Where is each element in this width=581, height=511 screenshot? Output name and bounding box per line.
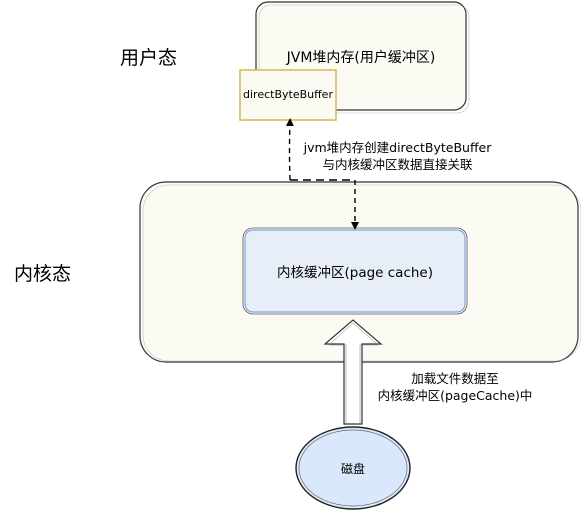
link-annotation-line2: 与内核缓冲区数据直接关联 <box>322 157 473 172</box>
link-annotation: jvm堆内存创建directByteBuffer 与内核缓冲区数据直接关联 <box>285 139 510 173</box>
user-mode-label: 用户态 <box>120 47 178 69</box>
load-annotation: 加载文件数据至 内核缓冲区(pageCache)中 <box>360 370 550 404</box>
link-arrow-up <box>285 118 294 181</box>
link-annotation-line1: jvm堆内存创建directByteBuffer <box>303 140 492 155</box>
direct-byte-buffer-box <box>239 69 337 121</box>
page-cache-box <box>244 229 466 313</box>
kernel-mode-label: 内核态 <box>14 263 72 285</box>
direct-byte-buffer-label: directByteBuffer <box>243 88 333 101</box>
load-block-arrow <box>323 319 383 425</box>
load-annotation-line2: 内核缓冲区(pageCache)中 <box>377 388 533 403</box>
load-annotation-line1: 加载文件数据至 <box>411 371 499 386</box>
disk-ellipse <box>295 426 411 510</box>
page-cache-label: 内核缓冲区(page cache) <box>276 265 434 281</box>
jvm-heap-label: JVM堆内存(用户缓冲区) <box>286 50 436 66</box>
disk-label: 磁盘 <box>340 462 365 476</box>
